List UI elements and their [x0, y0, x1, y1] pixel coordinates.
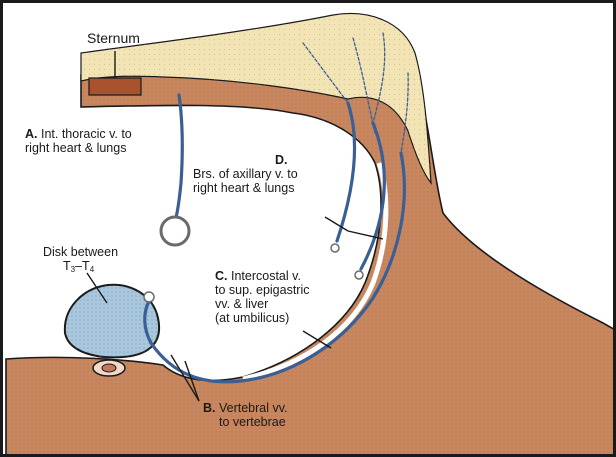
spinal-cord [102, 364, 116, 372]
vein-d-end-2-icon [355, 271, 363, 279]
label-a-letter: A. [25, 127, 38, 141]
label-a: A. Int. thoracic v. to right heart & lun… [25, 127, 132, 155]
label-d-line1: Brs. of axillary v. to [193, 167, 298, 181]
label-sternum: Sternum [87, 31, 140, 45]
label-c-line2: to sup. epigastric [215, 283, 310, 297]
label-b-line2: to vertebrae [203, 415, 286, 429]
label-disk-line2: T3–T4 [43, 259, 94, 273]
label-c: C. Intercostal v. to sup. epigastric vv.… [215, 269, 310, 325]
label-d-line2: right heart & lungs [193, 181, 294, 195]
vein-b-end-icon [144, 292, 154, 302]
label-c-letter: C. [215, 269, 228, 283]
label-b-line1: Vertebral vv. [219, 401, 288, 415]
vein-d-end-1-icon [331, 244, 339, 252]
label-a-line2: right heart & lungs [25, 141, 126, 155]
label-disk: Disk between T3–T4 [43, 245, 118, 277]
venous-anatomy-drawing [3, 3, 616, 457]
label-c-line4: (at umbilicus) [215, 311, 289, 325]
vein-a-loop-icon [161, 217, 189, 245]
label-b: B. Vertebral vv. to vertebrae [203, 401, 288, 429]
label-sternum-text: Sternum [87, 30, 140, 46]
vein-a-int-thoracic [175, 95, 182, 221]
label-c-line3: vv. & liver [215, 297, 268, 311]
label-d-letter: D. [275, 153, 288, 167]
sternum-bone [89, 78, 141, 95]
label-disk-line1: Disk between [43, 245, 118, 259]
label-b-letter: B. [203, 401, 216, 415]
label-d: D. Brs. of axillary v. to right heart & … [193, 153, 298, 195]
label-c-line1: Intercostal v. [231, 269, 301, 283]
label-a-line1: Int. thoracic v. to [41, 127, 132, 141]
